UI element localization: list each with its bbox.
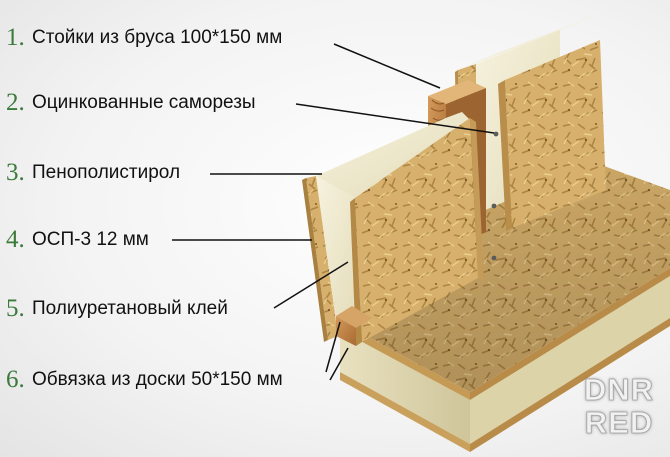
label-1-text: Стойки из бруса 100*150 мм <box>32 27 283 48</box>
label-4: 4. ОСП-3 12 мм <box>6 225 149 255</box>
front-osb-left <box>306 176 338 340</box>
leader-2 <box>295 103 495 134</box>
bottom-plate <box>336 316 356 346</box>
label-1: 1. Стойки из бруса 100*150 мм <box>6 23 282 53</box>
label-2-number: 2. <box>6 89 25 116</box>
leader-5 <box>273 261 349 309</box>
label-3-number: 3. <box>6 159 25 186</box>
leader-6b <box>329 347 349 381</box>
label-5-text: Полиуретановый клей <box>32 298 228 319</box>
front-foam <box>316 176 360 336</box>
leader-lines <box>172 43 495 381</box>
floor-foam-edge <box>340 330 470 444</box>
rear-osb-front <box>505 40 606 228</box>
label-3-text: Пенополистирол <box>32 162 181 183</box>
label-5-number: 5. <box>6 295 25 322</box>
label-3: 3. Пенополистирол <box>6 158 180 188</box>
leader-6a <box>325 321 341 373</box>
watermark: DNR RED <box>580 372 658 440</box>
label-1-number: 1. <box>6 24 25 51</box>
label-6-number: 6. <box>6 366 25 393</box>
rear-foam-top <box>458 14 600 70</box>
floor-foam-edge-right <box>470 276 670 444</box>
stud-post-top <box>428 80 486 104</box>
bottom-plate-top <box>336 306 372 328</box>
watermark-line-1: DNR <box>583 372 655 407</box>
label-4-number: 4. <box>6 226 25 253</box>
screws <box>491 131 499 261</box>
label-2: 2. Оцинкованные саморезы <box>6 88 256 118</box>
label-6-text: Обвязка из доски 50*150 мм <box>32 369 283 390</box>
front-osb-face <box>355 118 478 342</box>
watermark-line-2: RED <box>584 405 654 440</box>
label-6: 6. Обвязка из доски 50*150 мм <box>6 365 283 395</box>
label-5: 5. Полиуретановый клей <box>6 294 228 324</box>
leader-1 <box>333 43 441 89</box>
label-4-text: ОСП-3 12 мм <box>32 229 149 250</box>
label-2-text: Оцинкованные саморезы <box>32 92 256 113</box>
